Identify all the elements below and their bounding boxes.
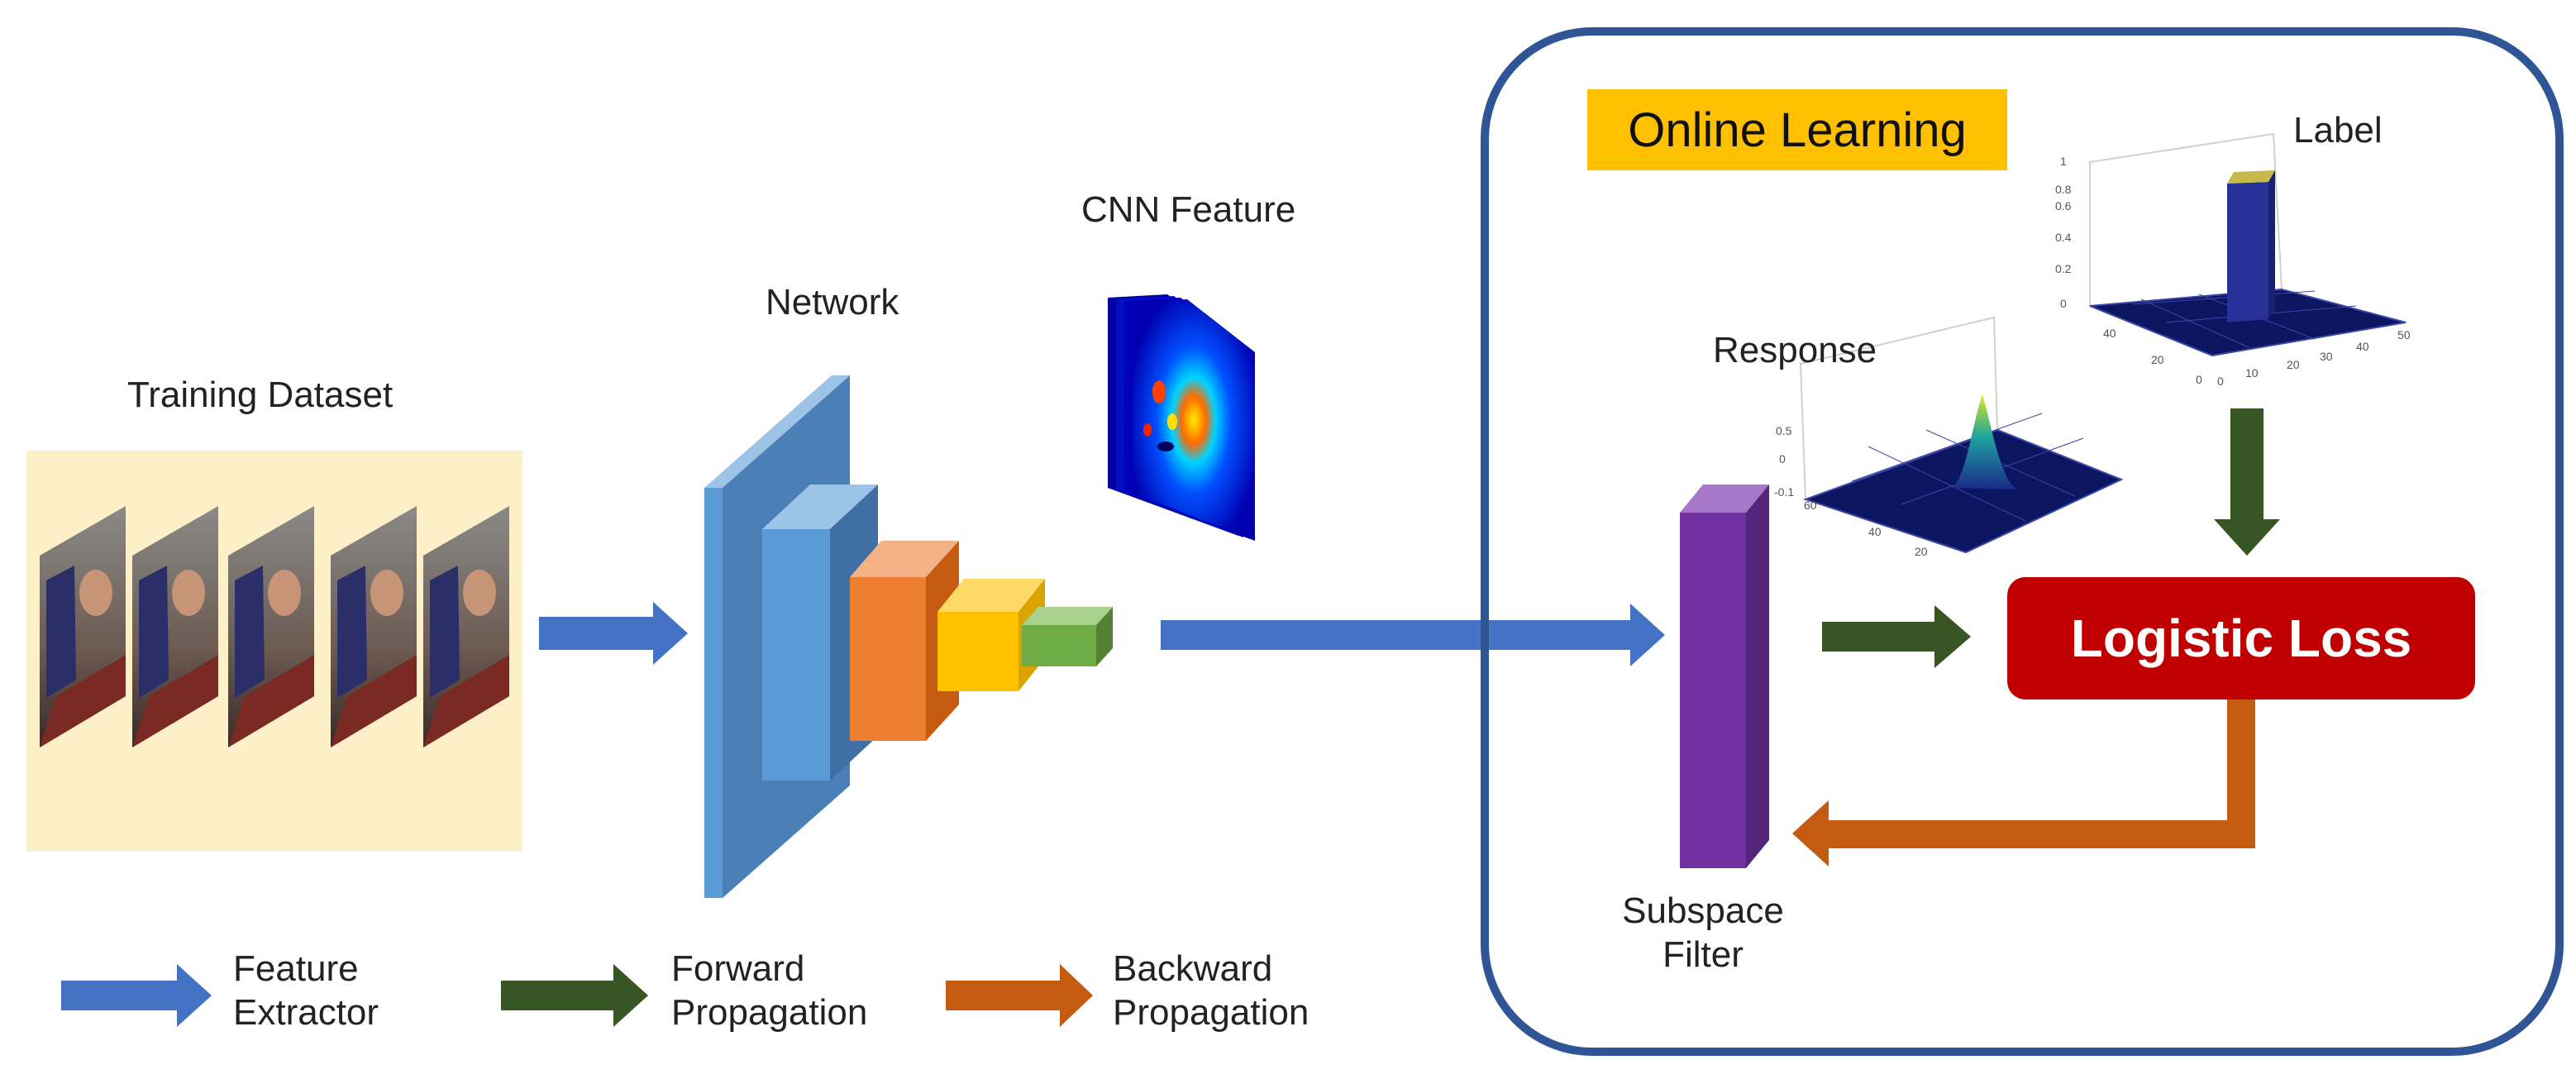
response-y-tick: 20 (1915, 545, 1928, 558)
training-dataset-title: Training Dataset (127, 375, 394, 415)
training-frame (40, 506, 126, 747)
logistic-loss-box: Logistic Loss (2007, 577, 2475, 699)
training-frame (423, 506, 509, 747)
forward-arrow-right (1822, 605, 1971, 668)
forward-arrow-down (2214, 408, 2280, 556)
legend-backward-propagation: Backward Propagation (1113, 948, 1309, 1033)
label-plot: 0 0.2 0.4 0.6 0.8 1 40 20 0 0 10 20 30 4… (2055, 132, 2411, 388)
backward-arrow (1792, 699, 2255, 867)
label-y-tick: 40 (2103, 327, 2116, 340)
subspace-filter (1680, 485, 1769, 868)
label-z-tick: 0.8 (2055, 183, 2072, 196)
feature-arrow-2 (1161, 604, 1665, 666)
training-frame (228, 506, 314, 747)
layer-1-top (704, 375, 850, 488)
label-z-tick: 0.6 (2055, 199, 2072, 212)
layer-4-top (937, 579, 1045, 612)
response-plot: 0.5 0 -0.1 60 40 20 (1774, 316, 2124, 558)
legend-feature-arrow (61, 964, 212, 1027)
label-z-tick: 0.4 (2055, 231, 2072, 244)
response-z-tick: 0.5 (1776, 424, 1792, 437)
subspace-filter-label: Subspace Filter (1622, 890, 1784, 975)
layer-3-top (850, 541, 959, 577)
online-learning-title: Online Learning (1587, 89, 2007, 170)
layer-3-front (850, 577, 926, 741)
network-layers (704, 375, 1113, 898)
label-y-tick: 0 (2196, 373, 2202, 386)
label-z-tick: 1 (2060, 155, 2067, 168)
layer-2-top (762, 485, 878, 529)
layer-2-front (762, 529, 830, 781)
label-x-tick: 0 (2217, 375, 2224, 388)
response-z-tick: 0 (1779, 452, 1786, 465)
response-y-tick: 60 (1804, 499, 1817, 512)
label-label: Label (2293, 110, 2383, 150)
cnn-feature-maps (1108, 294, 1255, 541)
label-y-tick: 20 (2151, 353, 2164, 366)
layer-5-front (1022, 625, 1096, 666)
legend-forward-propagation: Forward Propagation (671, 948, 868, 1033)
layer-1-front (704, 488, 723, 898)
label-z-tick: 0 (2060, 297, 2067, 310)
legend-forward-arrow (501, 964, 648, 1027)
response-label: Response (1713, 330, 1877, 370)
layer-4-front (937, 612, 1018, 691)
layer-5-side (1096, 607, 1113, 666)
feature-arrow-1 (539, 602, 688, 665)
online-learning-frame (1481, 27, 2564, 1056)
legend-feature-extractor: Feature Extractor (233, 948, 379, 1033)
label-x-tick: 50 (2397, 328, 2411, 341)
training-frames (40, 506, 509, 747)
response-z-tick: -0.1 (1774, 485, 1794, 499)
label-x-tick: 10 (2245, 366, 2259, 380)
cnn-feature-title: CNN Feature (1081, 189, 1296, 230)
label-z-tick: 0.2 (2055, 262, 2072, 275)
training-frame (331, 506, 417, 747)
network-title: Network (766, 282, 899, 322)
label-x-tick: 30 (2320, 350, 2333, 363)
label-x-tick: 40 (2356, 340, 2369, 353)
legend-backward-arrow (946, 964, 1093, 1027)
layer-5-top (1022, 607, 1113, 625)
label-x-tick: 20 (2287, 358, 2300, 371)
training-frame (132, 506, 218, 747)
response-y-tick: 40 (1868, 525, 1882, 538)
